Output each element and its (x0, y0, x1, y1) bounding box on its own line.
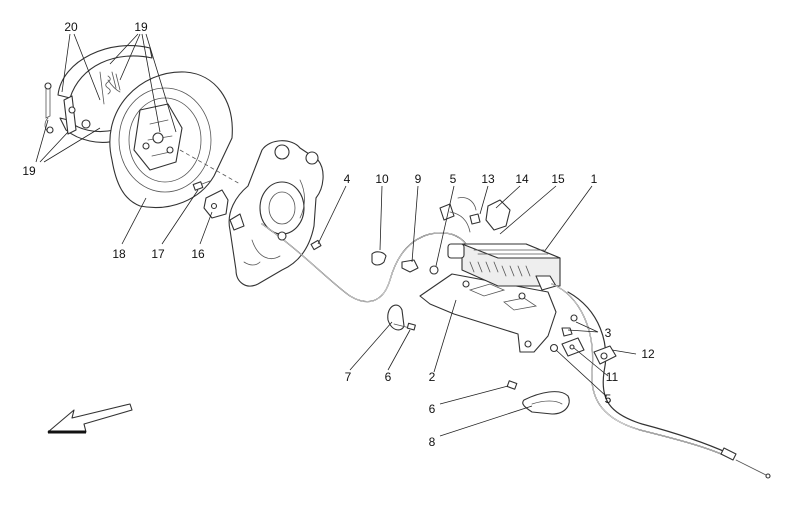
callout-13: 13 (481, 172, 495, 186)
leader-lines (35, 33, 637, 437)
brake-cable-left (261, 223, 467, 303)
callout-20: 20 (64, 20, 78, 34)
callout-17: 17 (151, 247, 165, 261)
bracket-7 (387, 304, 411, 331)
callout-18: 18 (112, 247, 126, 261)
callout-10: 10 (375, 172, 389, 186)
bolt-3 (561, 314, 578, 337)
epb-actuator (447, 243, 561, 291)
shoe-springs (44, 75, 111, 134)
callout-2: 2 (429, 370, 436, 384)
callout-1: 1 (591, 172, 598, 186)
callout-8: 8 (429, 435, 436, 449)
backing-plate (109, 71, 241, 209)
callout-7: 7 (345, 370, 352, 384)
callout-3: 3 (605, 326, 612, 340)
callout-6-upper: 6 (385, 370, 392, 384)
bracket-16 (203, 189, 229, 219)
screw-6-upper (406, 322, 416, 331)
clip-12 (593, 345, 617, 365)
callout-15: 15 (551, 172, 565, 186)
brake-cable-right (551, 283, 771, 479)
callout-9: 9 (415, 172, 422, 186)
screw-6-lower (506, 380, 518, 390)
callout-5-upper: 5 (450, 172, 457, 186)
callout-labels: 20 19 19 18 17 16 4 10 9 5 13 14 15 1 3 … (22, 20, 655, 449)
harness-connectors (439, 197, 511, 233)
callout-12: 12 (641, 347, 655, 361)
bolt-17 (192, 180, 211, 191)
callout-19-left: 19 (22, 164, 36, 178)
nut-5-lower (549, 343, 559, 353)
clip-9 (401, 259, 419, 273)
hub-carrier (228, 140, 324, 287)
callout-16: 16 (191, 247, 205, 261)
clip-10 (371, 251, 387, 266)
bracket-8 (522, 391, 570, 415)
callout-4: 4 (344, 172, 351, 186)
callout-14: 14 (515, 172, 529, 186)
brake-shoes (57, 45, 153, 143)
callout-19-top: 19 (134, 20, 148, 34)
callout-11: 11 (606, 370, 619, 384)
callout-6-lower: 6 (429, 402, 436, 416)
nut-5-upper (429, 265, 439, 275)
front-direction-arrow-icon (47, 403, 133, 434)
callout-5-lower: 5 (605, 392, 612, 406)
